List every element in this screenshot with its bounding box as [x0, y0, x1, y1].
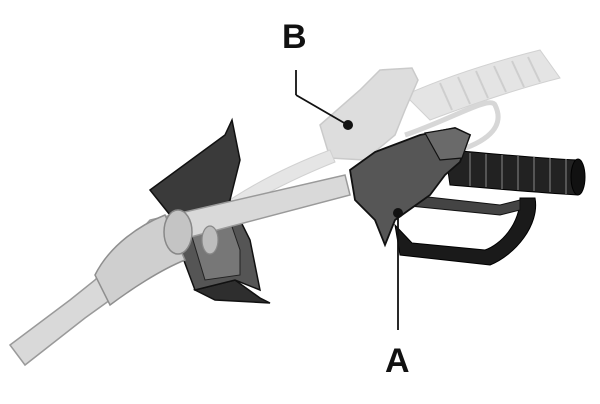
callout-b-label: B — [282, 18, 307, 56]
callout-b: B — [282, 18, 353, 130]
spout-pipe — [8, 174, 351, 367]
spout-ring-2 — [201, 225, 219, 255]
callout-b-dot — [343, 120, 353, 130]
nozzle-handle-top — [424, 127, 471, 161]
callout-a: A — [385, 208, 410, 380]
callout-b-leader-diagonal — [295, 94, 347, 125]
hose-end — [570, 158, 586, 196]
ghost-hose-ribs — [439, 56, 541, 111]
hose-body — [444, 149, 579, 196]
nozzle-spout — [8, 174, 351, 367]
hose-ribs — [469, 153, 567, 194]
callout-a-label: A — [385, 342, 410, 380]
ghost-nozzle-handle — [319, 67, 419, 161]
spout-collar — [94, 214, 187, 307]
trigger-guard — [394, 197, 537, 266]
spout-ring — [163, 209, 193, 255]
hose-main — [444, 149, 586, 196]
ghost-trigger-guard — [404, 100, 501, 153]
